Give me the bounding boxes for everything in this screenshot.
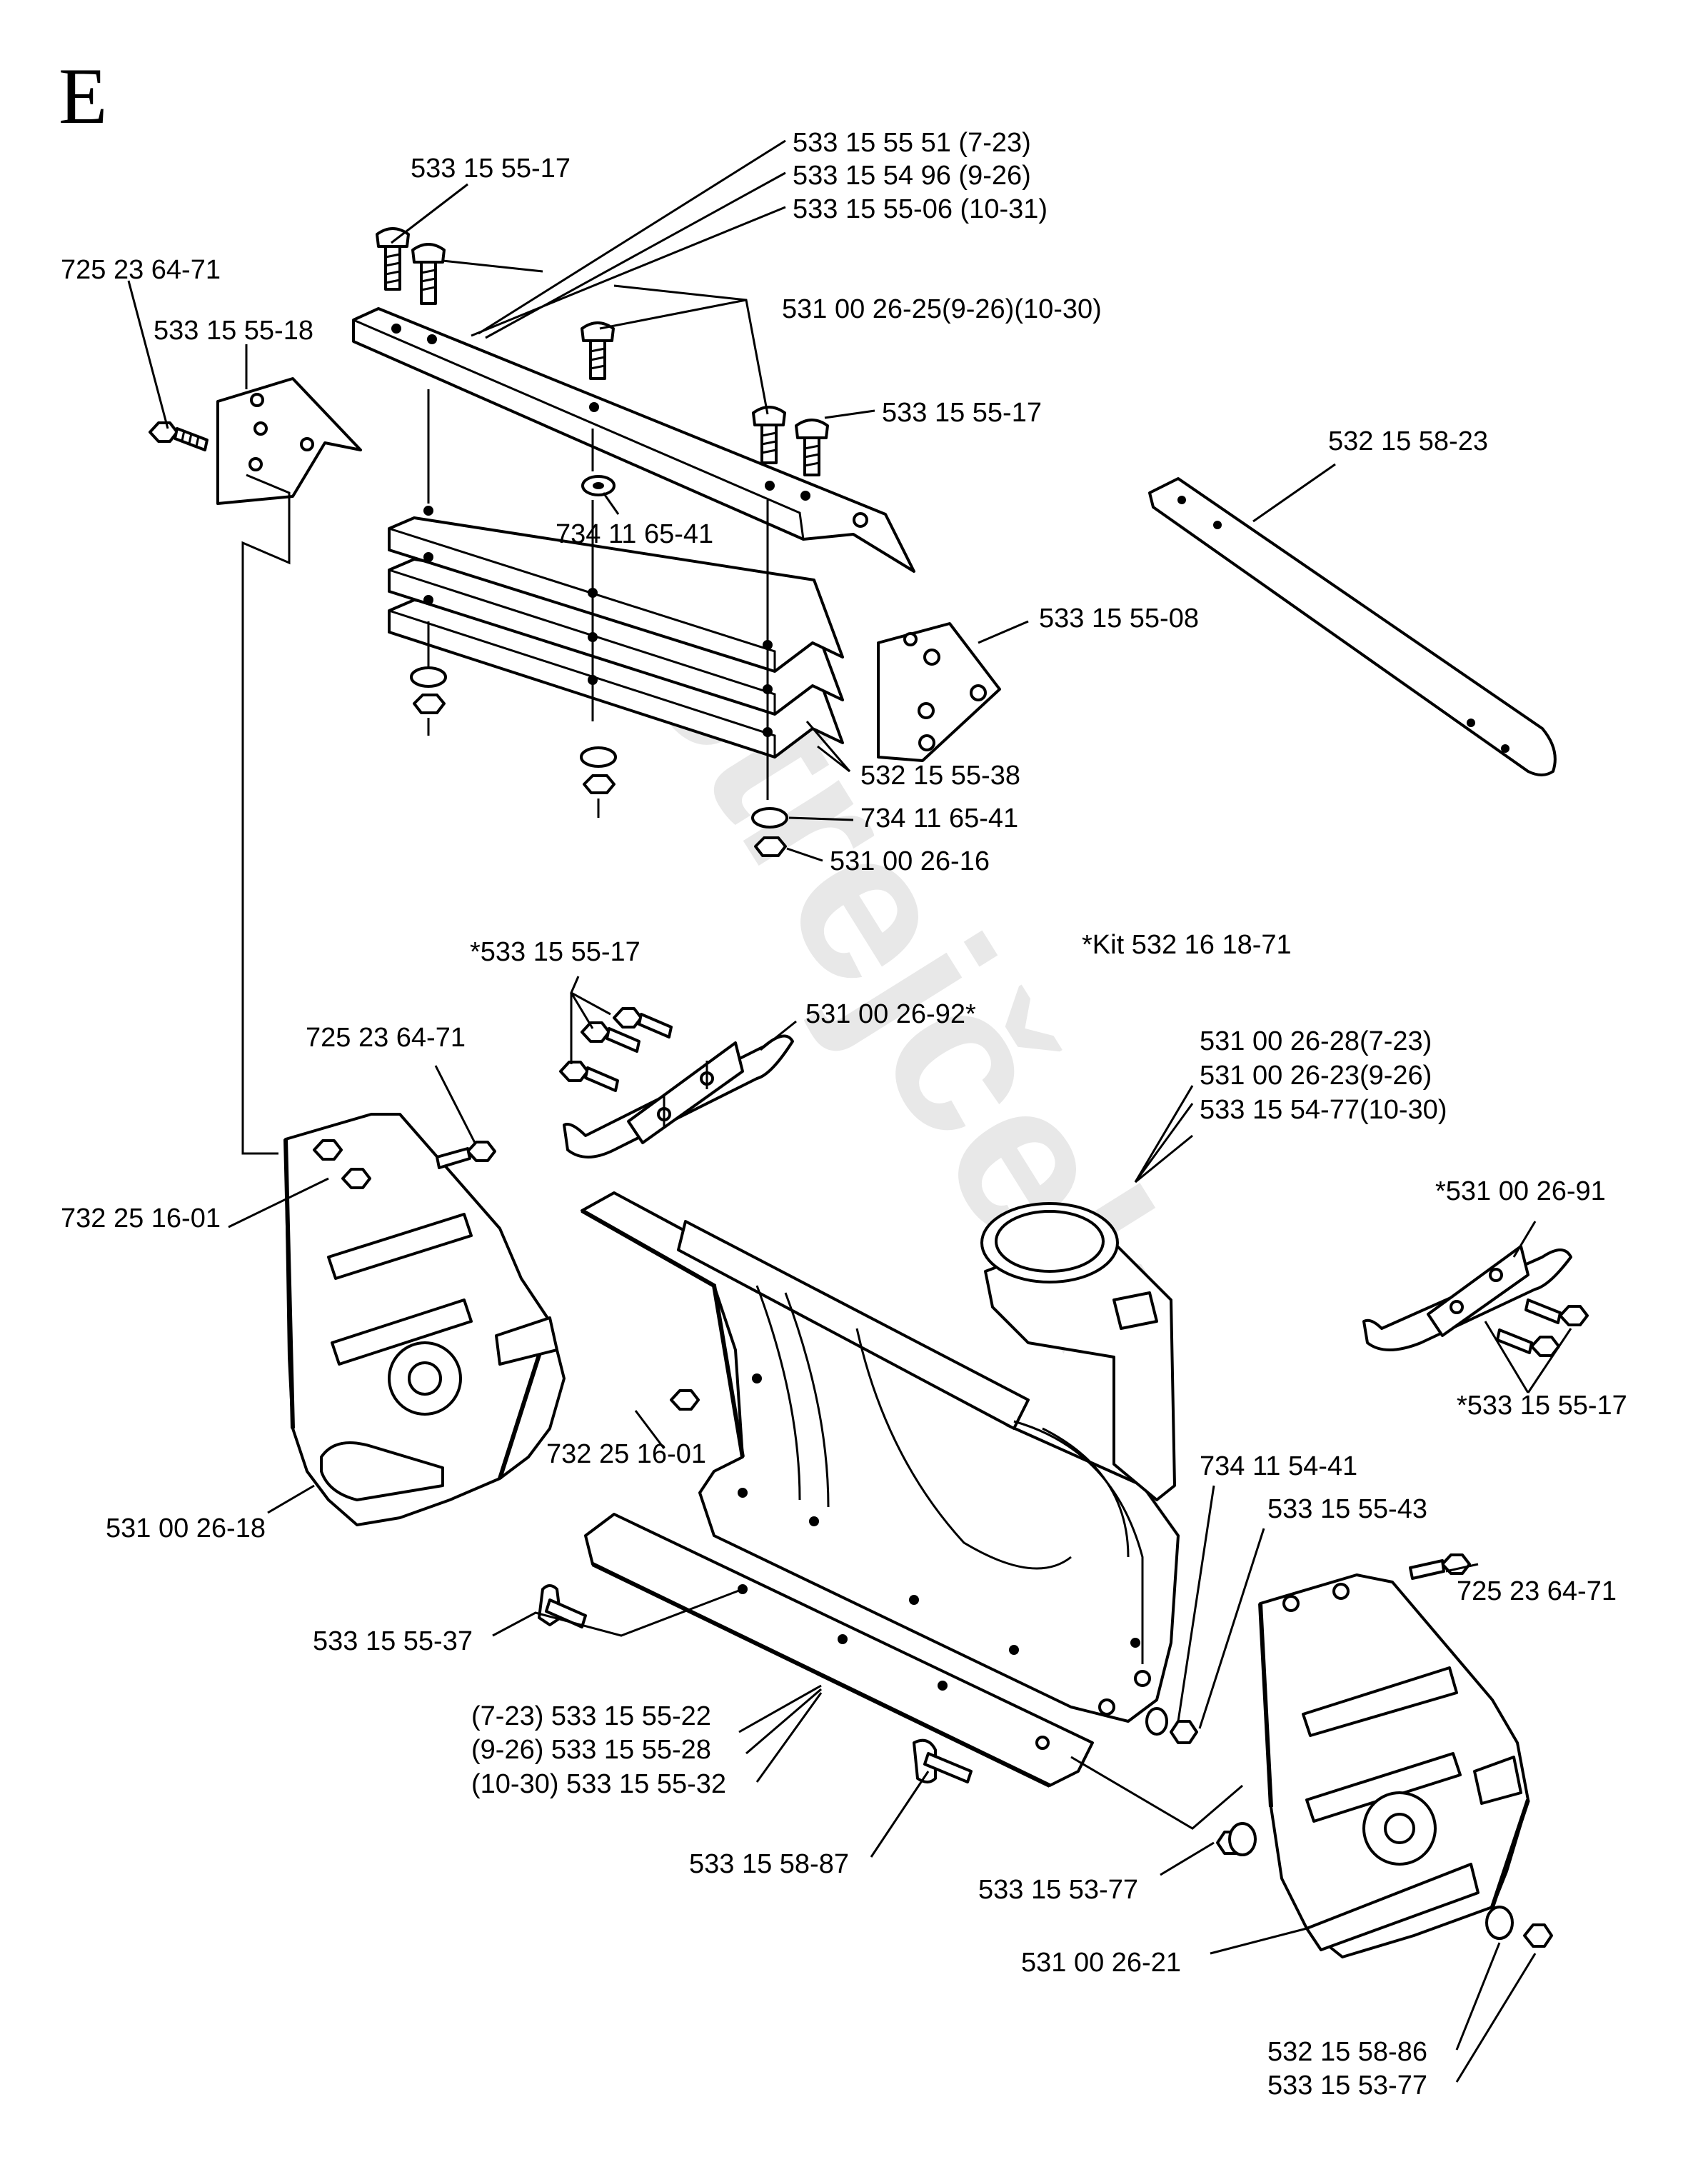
skid-plate-right	[877, 622, 1001, 762]
carriage-bolt-icon	[752, 406, 786, 464]
flat-head-bolt-icon	[913, 1738, 973, 1783]
label-l03: 533 15 54 96 (9-26)	[793, 161, 1031, 191]
label-l20: 533 15 54-77(10-30)	[1200, 1095, 1447, 1125]
label-l11: 533 15 55-08	[1039, 604, 1199, 634]
label-l26: 533 15 55-43	[1267, 1494, 1427, 1524]
label-l25: 734 11 54-41	[1200, 1451, 1357, 1481]
hex-nut-icon	[670, 1389, 700, 1411]
label-l14: 531 00 26-16	[830, 846, 990, 876]
label-l22: 732 25 16-01	[61, 1203, 221, 1233]
label-l06: 533 15 55-18	[154, 316, 313, 346]
label-l30: (7-23) 533 15 55-22	[471, 1701, 711, 1731]
label-l31: (9-26) 533 15 55-28	[471, 1735, 711, 1765]
carriage-bolt-icon	[581, 321, 615, 380]
section-letter: E	[59, 52, 107, 141]
label-l35: 531 00 26-21	[1021, 1948, 1181, 1978]
carriage-bolt-icon	[411, 243, 446, 305]
side-housing-right	[1258, 1553, 1530, 1958]
label-l36: 532 15 58-86	[1267, 2037, 1427, 2067]
hex-bolt-icon	[613, 1007, 673, 1039]
label-l21: *531 00 26-91	[1435, 1176, 1606, 1206]
side-housing-left	[283, 1113, 566, 1526]
hex-nut-icon	[1523, 1923, 1553, 1948]
washer-icon	[1145, 1707, 1168, 1736]
label-l34: 533 15 53-77	[978, 1875, 1138, 1905]
hex-bolt-icon	[1496, 1328, 1560, 1357]
label-l05: 725 23 64-71	[61, 255, 221, 285]
nut-washer-icon	[751, 807, 788, 857]
washer-icon	[1485, 1906, 1514, 1940]
leader-lines	[127, 139, 1572, 2083]
label-l27: 531 00 26-18	[106, 1513, 266, 1543]
nut-washer-icon	[580, 746, 617, 818]
carriage-bolt-icon	[376, 227, 410, 291]
label-l02: 533 15 55 51 (7-23)	[793, 128, 1031, 158]
label-l37: 533 15 53-77	[1267, 2071, 1427, 2101]
label-l19: 531 00 26-23(9-26)	[1200, 1061, 1432, 1091]
nut-washer-icon	[410, 666, 447, 736]
hex-bolt-icon	[559, 1061, 619, 1092]
label-l04: 533 15 55-06 (10-31)	[793, 194, 1048, 224]
label-l01: 533 15 55-17	[411, 154, 571, 184]
label-l24: *533 15 55-17	[1457, 1391, 1627, 1421]
scraper-blade	[584, 1513, 1243, 1830]
kit-note: *Kit 532 16 18-71	[1082, 930, 1292, 960]
hex-bolt-icon	[1524, 1298, 1589, 1326]
skid-shoe-right	[1362, 1245, 1589, 1357]
hex-nut-icon	[1170, 1720, 1198, 1744]
label-l17: 531 00 26-92*	[805, 999, 976, 1029]
scraper-bar-assembly	[352, 227, 915, 857]
part-labels: 533 15 55-17 533 15 55 51 (7-23) 533 15 …	[61, 128, 1627, 2101]
hex-bolt-icon	[1409, 1553, 1471, 1580]
label-l09: 532 15 58-23	[1328, 426, 1488, 456]
skid-shoe-middle	[559, 1007, 794, 1158]
long-skid-bar	[1148, 477, 1557, 776]
label-l23: 732 25 16-01	[546, 1439, 706, 1469]
label-l15: *533 15 55-17	[470, 937, 640, 967]
label-l16: 725 23 64-71	[306, 1023, 466, 1053]
carriage-bolt-icon	[795, 419, 829, 476]
label-l18: 531 00 26-28(7-23)	[1200, 1026, 1432, 1056]
label-l32: (10-30) 533 15 55-32	[471, 1769, 726, 1799]
label-l08: 533 15 55-17	[882, 398, 1042, 428]
label-l12: 532 15 55-38	[860, 761, 1020, 791]
washer-icon	[1228, 1822, 1257, 1856]
label-l13: 734 11 65-41	[860, 804, 1018, 834]
hex-bolt-icon	[581, 1021, 640, 1053]
label-l29: 533 15 55-37	[313, 1626, 473, 1656]
skid-plate-left	[216, 377, 362, 1155]
label-l33: 533 15 58-87	[689, 1849, 849, 1879]
label-l07: 531 00 26-25(9-26)(10-30)	[782, 294, 1102, 324]
auger-housing	[581, 1191, 1180, 1723]
label-l28: 725 23 64-71	[1457, 1576, 1617, 1606]
hex-bolt-icon	[436, 1141, 496, 1169]
hex-bolt-icon	[149, 421, 209, 451]
label-l10: 734 11 65-41	[556, 519, 713, 549]
